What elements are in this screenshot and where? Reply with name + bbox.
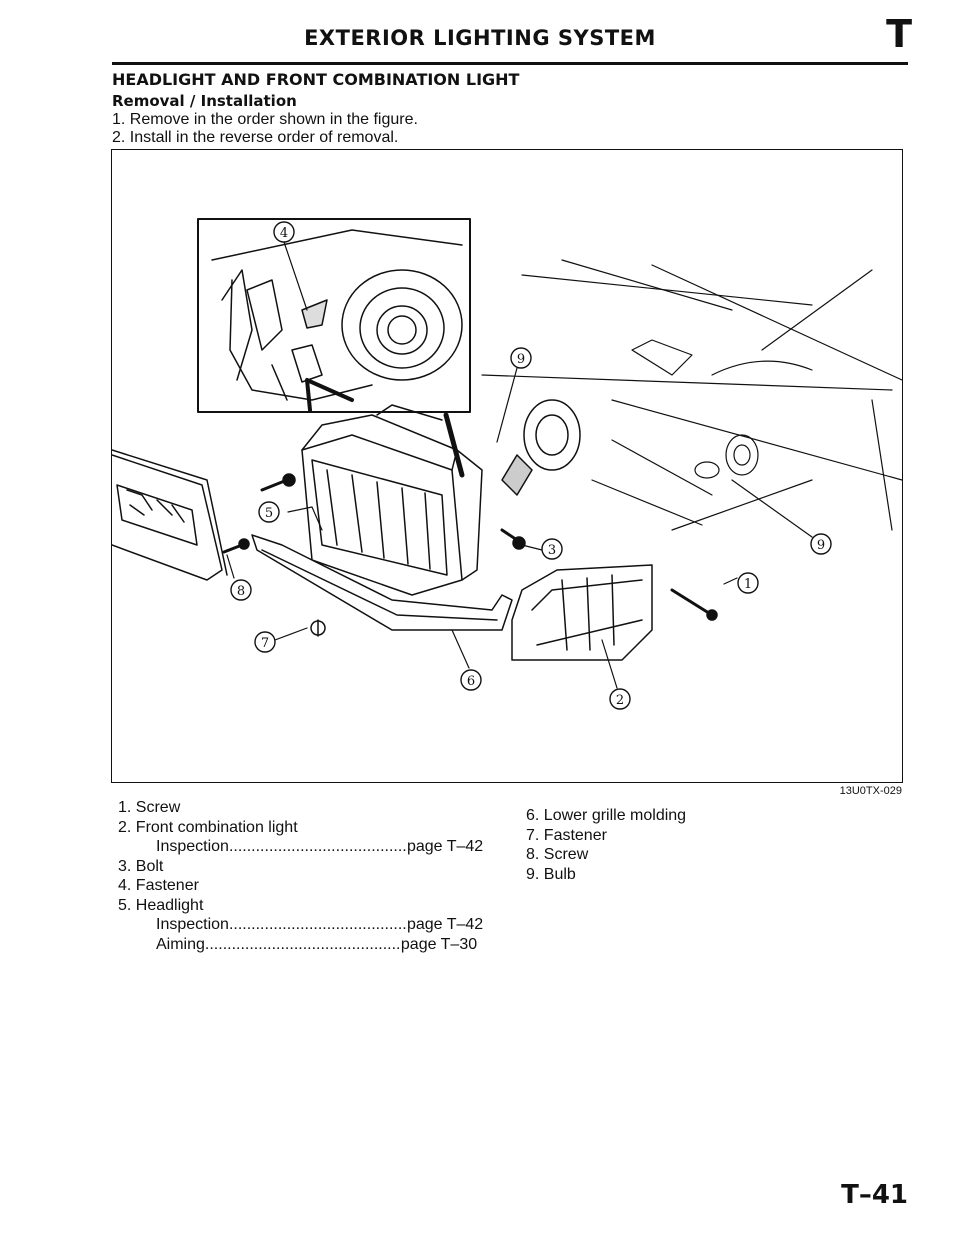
exploded-view-figure: 4 9 5 3 8 6 2 7 1 9 [111,149,903,783]
legend-item-8: 8. Screw [526,846,589,863]
legend-item-2-inspection: Inspection..............................… [156,838,484,855]
legend-item-4: 4. Fastener [118,877,199,894]
legend-item-5: 5. Headlight [118,896,204,914]
fasteners [222,473,718,637]
callout-3: 3 [548,543,556,558]
page-reference: page T–42 [406,916,484,933]
step-1: 1. Remove in the order shown in the figu… [112,111,418,128]
figure-code: 13U0TX-029 [839,785,902,797]
section-subheading: Removal / Installation [112,92,297,110]
grille [112,449,228,581]
callout-6: 6 [467,674,475,689]
headlight-illustration: 4 9 5 3 8 6 2 7 1 9 [112,218,903,710]
legend-left: 1. Screw 2. Front combination light Insp… [118,798,483,954]
callout-numbers: 4 9 5 3 8 6 2 7 1 9 [237,226,825,708]
step-2: 2. Install in the reverse order of remov… [112,129,399,146]
legend-item-3: 3. Bolt [118,857,164,875]
legend-sub-label: Inspection [156,916,229,933]
header-title: EXTERIOR LIGHTING SYSTEM [304,26,656,50]
legend-item-7: 7. Fastener [526,826,607,844]
legend-item-5-inspection: Inspection..............................… [156,916,484,933]
legend-item-5-aiming: Aiming..................................… [156,935,478,953]
callout-4: 4 [280,226,288,241]
legend-sub-label: Aiming [156,935,205,953]
fender-lines [481,259,903,531]
legend-sub-label: Inspection [156,838,229,855]
page-reference: page T–30 [400,935,478,953]
legend-item-2: 2. Front combination light [118,818,298,836]
callout-1: 1 [744,577,752,592]
inset-detail [197,218,471,413]
legend-item-6: 6. Lower grille molding [526,807,687,824]
callout-circles [230,221,832,710]
callout-leaders [226,241,813,689]
section-letter: T [886,12,912,56]
page-number: T–41 [841,1180,908,1210]
callout-2: 2 [616,693,624,708]
callout-9: 9 [517,352,525,367]
callout-7: 7 [261,636,269,651]
callout-8: 8 [237,584,245,599]
front-combination-light [511,564,653,661]
section-heading: HEADLIGHT AND FRONT COMBINATION LIGHT [112,70,520,89]
legend-right: 6. Lower grille molding 7. Fastener 8. S… [526,806,686,884]
bulb-socket-detail [501,399,581,496]
header-rule [112,62,908,65]
lower-grille-molding [251,534,513,631]
callout-9b: 9 [817,538,825,553]
headlight-unit [301,378,483,596]
legend-item-9: 9. Bulb [526,865,576,883]
callout-5: 5 [265,506,273,521]
page-reference: page T–42 [406,838,484,855]
legend-item-1: 1. Screw [118,799,181,816]
